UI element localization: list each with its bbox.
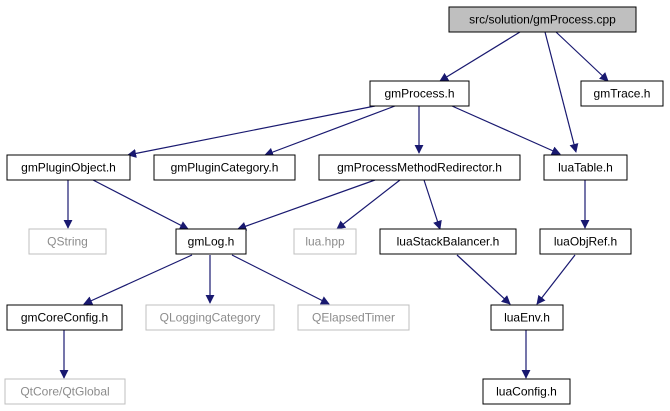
node-gmplugincategory-h-label: gmPluginCategory.h bbox=[171, 161, 279, 175]
edge-gmprocessmethodredirector-to-luastackbalancer-h bbox=[423, 179, 442, 230]
node-luaconfig-h-label: luaConfig.h bbox=[496, 385, 557, 399]
node-qloggingcategory-label: QLoggingCategory bbox=[160, 311, 261, 325]
node-gmprocess-h-label: gmProcess.h bbox=[384, 87, 454, 101]
node-qstring-external[interactable]: QString bbox=[28, 228, 107, 255]
node-lua-hpp-external[interactable]: lua.hpp bbox=[293, 228, 357, 255]
graph-edges bbox=[59, 31, 609, 379]
edge-gmpluginobject-to-gmlog-h bbox=[92, 179, 189, 230]
node-qloggingcategory-external[interactable]: QLoggingCategory bbox=[145, 304, 275, 331]
node-gmprocess-h[interactable]: gmProcess.h bbox=[369, 80, 470, 107]
node-gmtrace-h-label: gmTrace.h bbox=[594, 87, 651, 101]
node-gmprocessmethodredirector-h-label: gmProcessMethodRedirector.h bbox=[337, 161, 502, 175]
node-luastackbalancer-h[interactable]: luaStackBalancer.h bbox=[379, 228, 517, 255]
node-luatable-h[interactable]: luaTable.h bbox=[543, 154, 628, 181]
node-luaenv-h-label: luaEnv.h bbox=[504, 311, 550, 325]
node-qtcore-qtglobal-external[interactable]: QtCore/QtGlobal bbox=[4, 378, 126, 405]
node-gmlog-h-label: gmLog.h bbox=[188, 235, 235, 249]
node-gmtrace-h[interactable]: gmTrace.h bbox=[580, 80, 664, 107]
edge-luastackbalancer-to-luaenv-h bbox=[456, 254, 511, 305]
node-luaenv-h[interactable]: luaEnv.h bbox=[490, 304, 564, 331]
node-root-file-label: src/solution/gmProcess.cpp bbox=[469, 13, 616, 27]
node-qstring-label: QString bbox=[47, 235, 88, 249]
node-luaobjref-h-label: luaObjRef.h bbox=[554, 235, 617, 249]
node-lua-hpp-label: lua.hpp bbox=[305, 235, 345, 249]
node-gmcoreconfig-h[interactable]: gmCoreConfig.h bbox=[6, 304, 123, 331]
node-luatable-h-label: luaTable.h bbox=[558, 161, 613, 175]
edge-gmprocess-to-gmplugincategory-h bbox=[264, 105, 396, 157]
edge-root-to-gmprocess-h bbox=[439, 31, 521, 82]
node-gmpluginobject-h[interactable]: gmPluginObject.h bbox=[6, 154, 131, 181]
node-qelapsedtimer-external[interactable]: QElapsedTimer bbox=[297, 304, 410, 331]
node-gmprocessmethodredirector-h[interactable]: gmProcessMethodRedirector.h bbox=[318, 154, 521, 181]
edge-root-to-luatable-h bbox=[544, 31, 579, 153]
node-luaconfig-h[interactable]: luaConfig.h bbox=[482, 378, 571, 405]
node-root-file[interactable]: src/solution/gmProcess.cpp bbox=[448, 6, 637, 33]
edge-luaobjref-to-luaenv-h bbox=[536, 254, 576, 305]
edge-gmprocessmethodredirector-to-lua-hpp bbox=[336, 179, 401, 230]
node-gmplugincategory-h[interactable]: gmPluginCategory.h bbox=[153, 154, 296, 181]
edge-root-to-gmtrace-h bbox=[555, 31, 609, 82]
node-qtcore-qtglobal-label: QtCore/QtGlobal bbox=[20, 385, 109, 399]
node-luastackbalancer-h-label: luaStackBalancer.h bbox=[397, 235, 500, 249]
node-gmcoreconfig-h-label: gmCoreConfig.h bbox=[21, 311, 108, 325]
node-qelapsedtimer-label: QElapsedTimer bbox=[312, 311, 395, 325]
edge-gmlog-to-gmcoreconfig-h bbox=[83, 254, 193, 305]
node-luaobjref-h[interactable]: luaObjRef.h bbox=[539, 228, 632, 255]
edge-gmlog-to-qelapsedtimer bbox=[231, 254, 330, 305]
edge-gmprocessmethodredirector-to-gmlog-h bbox=[237, 179, 376, 231]
edge-gmprocess-to-gmpluginobject-h bbox=[127, 105, 376, 158]
node-gmpluginobject-h-label: gmPluginObject.h bbox=[21, 161, 116, 175]
node-gmlog-h[interactable]: gmLog.h bbox=[175, 228, 247, 255]
edge-gmprocess-to-luatable-h bbox=[451, 105, 561, 155]
